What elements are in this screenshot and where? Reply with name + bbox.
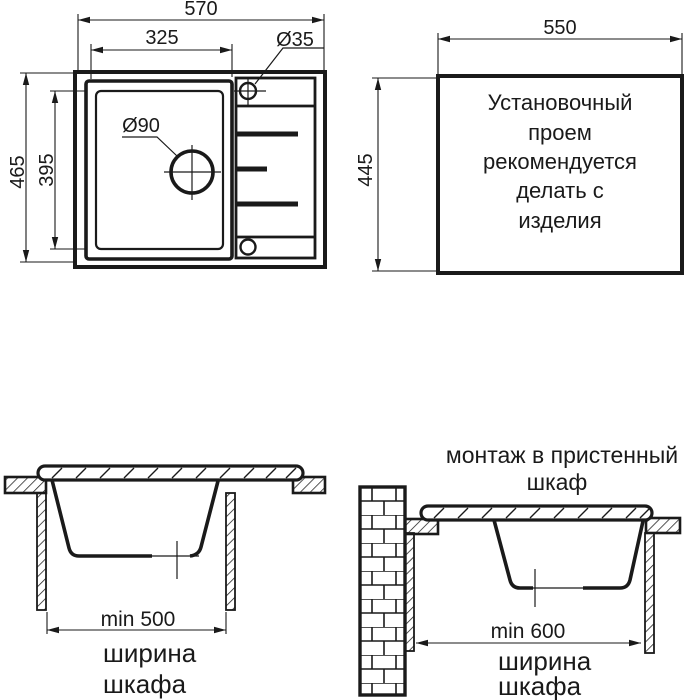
countertop-right: [291, 475, 327, 495]
overflow-hole: [239, 238, 257, 256]
wall-title-line-1: монтаж в пристенный: [446, 442, 678, 468]
label-d35: Ø35: [276, 29, 314, 51]
base-cabinet-labels: min 500 ширина шкафа: [101, 608, 197, 699]
bowl-inner-rim: [94, 89, 225, 251]
installation-opening-diagram: [372, 33, 684, 275]
cabinet-wall-left: [36, 492, 47, 611]
drain-hole-crosshair: [164, 145, 221, 200]
dimension-min-500: [46, 612, 227, 634]
top-view-labels: 570 325 Ø35 465 395 Ø90: [7, 0, 314, 189]
label-465: 465: [7, 155, 29, 188]
sink-flange-ticks: [433, 507, 650, 519]
base-cabinet-section: [3, 464, 327, 634]
label-445: 445: [355, 153, 377, 186]
base-caption-line-1: ширина: [103, 638, 197, 668]
sink-flange: [36, 464, 305, 482]
opening-outline: [436, 74, 684, 275]
dimension-445: [372, 77, 436, 272]
sink-flange-ticks: [51, 467, 297, 479]
wall-cabinet-strip: [404, 532, 415, 652]
sink-flange: [419, 504, 654, 522]
bowl-outer-rim: [84, 79, 234, 261]
label-d90: Ø90: [122, 115, 160, 137]
note-line-5: изделия: [518, 208, 601, 233]
dimension-550: [437, 33, 683, 74]
cabinet-wall-right: [644, 532, 655, 654]
dimension-570: [77, 14, 325, 70]
dimension-465: [20, 72, 74, 263]
note-line-1: Установочный: [488, 90, 633, 115]
bowl-profile-left: [50, 479, 152, 558]
wall-title-line-2: шкаф: [527, 469, 588, 495]
base-caption-line-2: шкафа: [103, 669, 187, 699]
label-min-500: min 500: [101, 608, 176, 631]
wall-caption-line-2: шкафа: [498, 671, 582, 700]
drainboard-ribs: [236, 131, 298, 207]
label-550: 550: [543, 17, 576, 39]
dimension-395: [50, 90, 86, 250]
drain-hole-leader: [122, 136, 178, 157]
wall-caption-line-1: ширина: [498, 646, 592, 676]
note-line-2: проем: [528, 120, 592, 145]
label-570: 570: [184, 0, 217, 20]
sink-outline: [73, 70, 327, 269]
installation-opening-labels: 550 445 Установочный проем рекомендуется…: [355, 17, 637, 233]
bowl-profile-right: [189, 480, 220, 558]
wall-cabinet-labels: монтаж в пристенный шкаф min 600 ширина …: [446, 442, 678, 700]
label-min-600: min 600: [491, 620, 566, 643]
countertop-left: [3, 475, 48, 495]
top-view-drawing: [20, 14, 327, 269]
cabinet-wall-right: [225, 492, 236, 611]
bowl-profile-right: [583, 520, 645, 590]
label-395: 395: [36, 153, 58, 186]
countertop-left: [403, 517, 440, 536]
faucet-hole-leader: [254, 47, 324, 85]
brick-wall: [358, 485, 407, 697]
countertop-right: [644, 516, 682, 535]
opening-note: Установочный проем рекомендуется делать …: [483, 90, 637, 233]
note-line-4: делать с: [516, 178, 604, 203]
label-325: 325: [145, 27, 178, 49]
note-line-3: рекомендуется: [483, 149, 637, 174]
bowl-profile-left: [492, 519, 533, 590]
faucet-hole-crosshair: [234, 77, 266, 107]
dimension-325: [90, 44, 233, 79]
wall-cabinet-section: [358, 485, 682, 697]
